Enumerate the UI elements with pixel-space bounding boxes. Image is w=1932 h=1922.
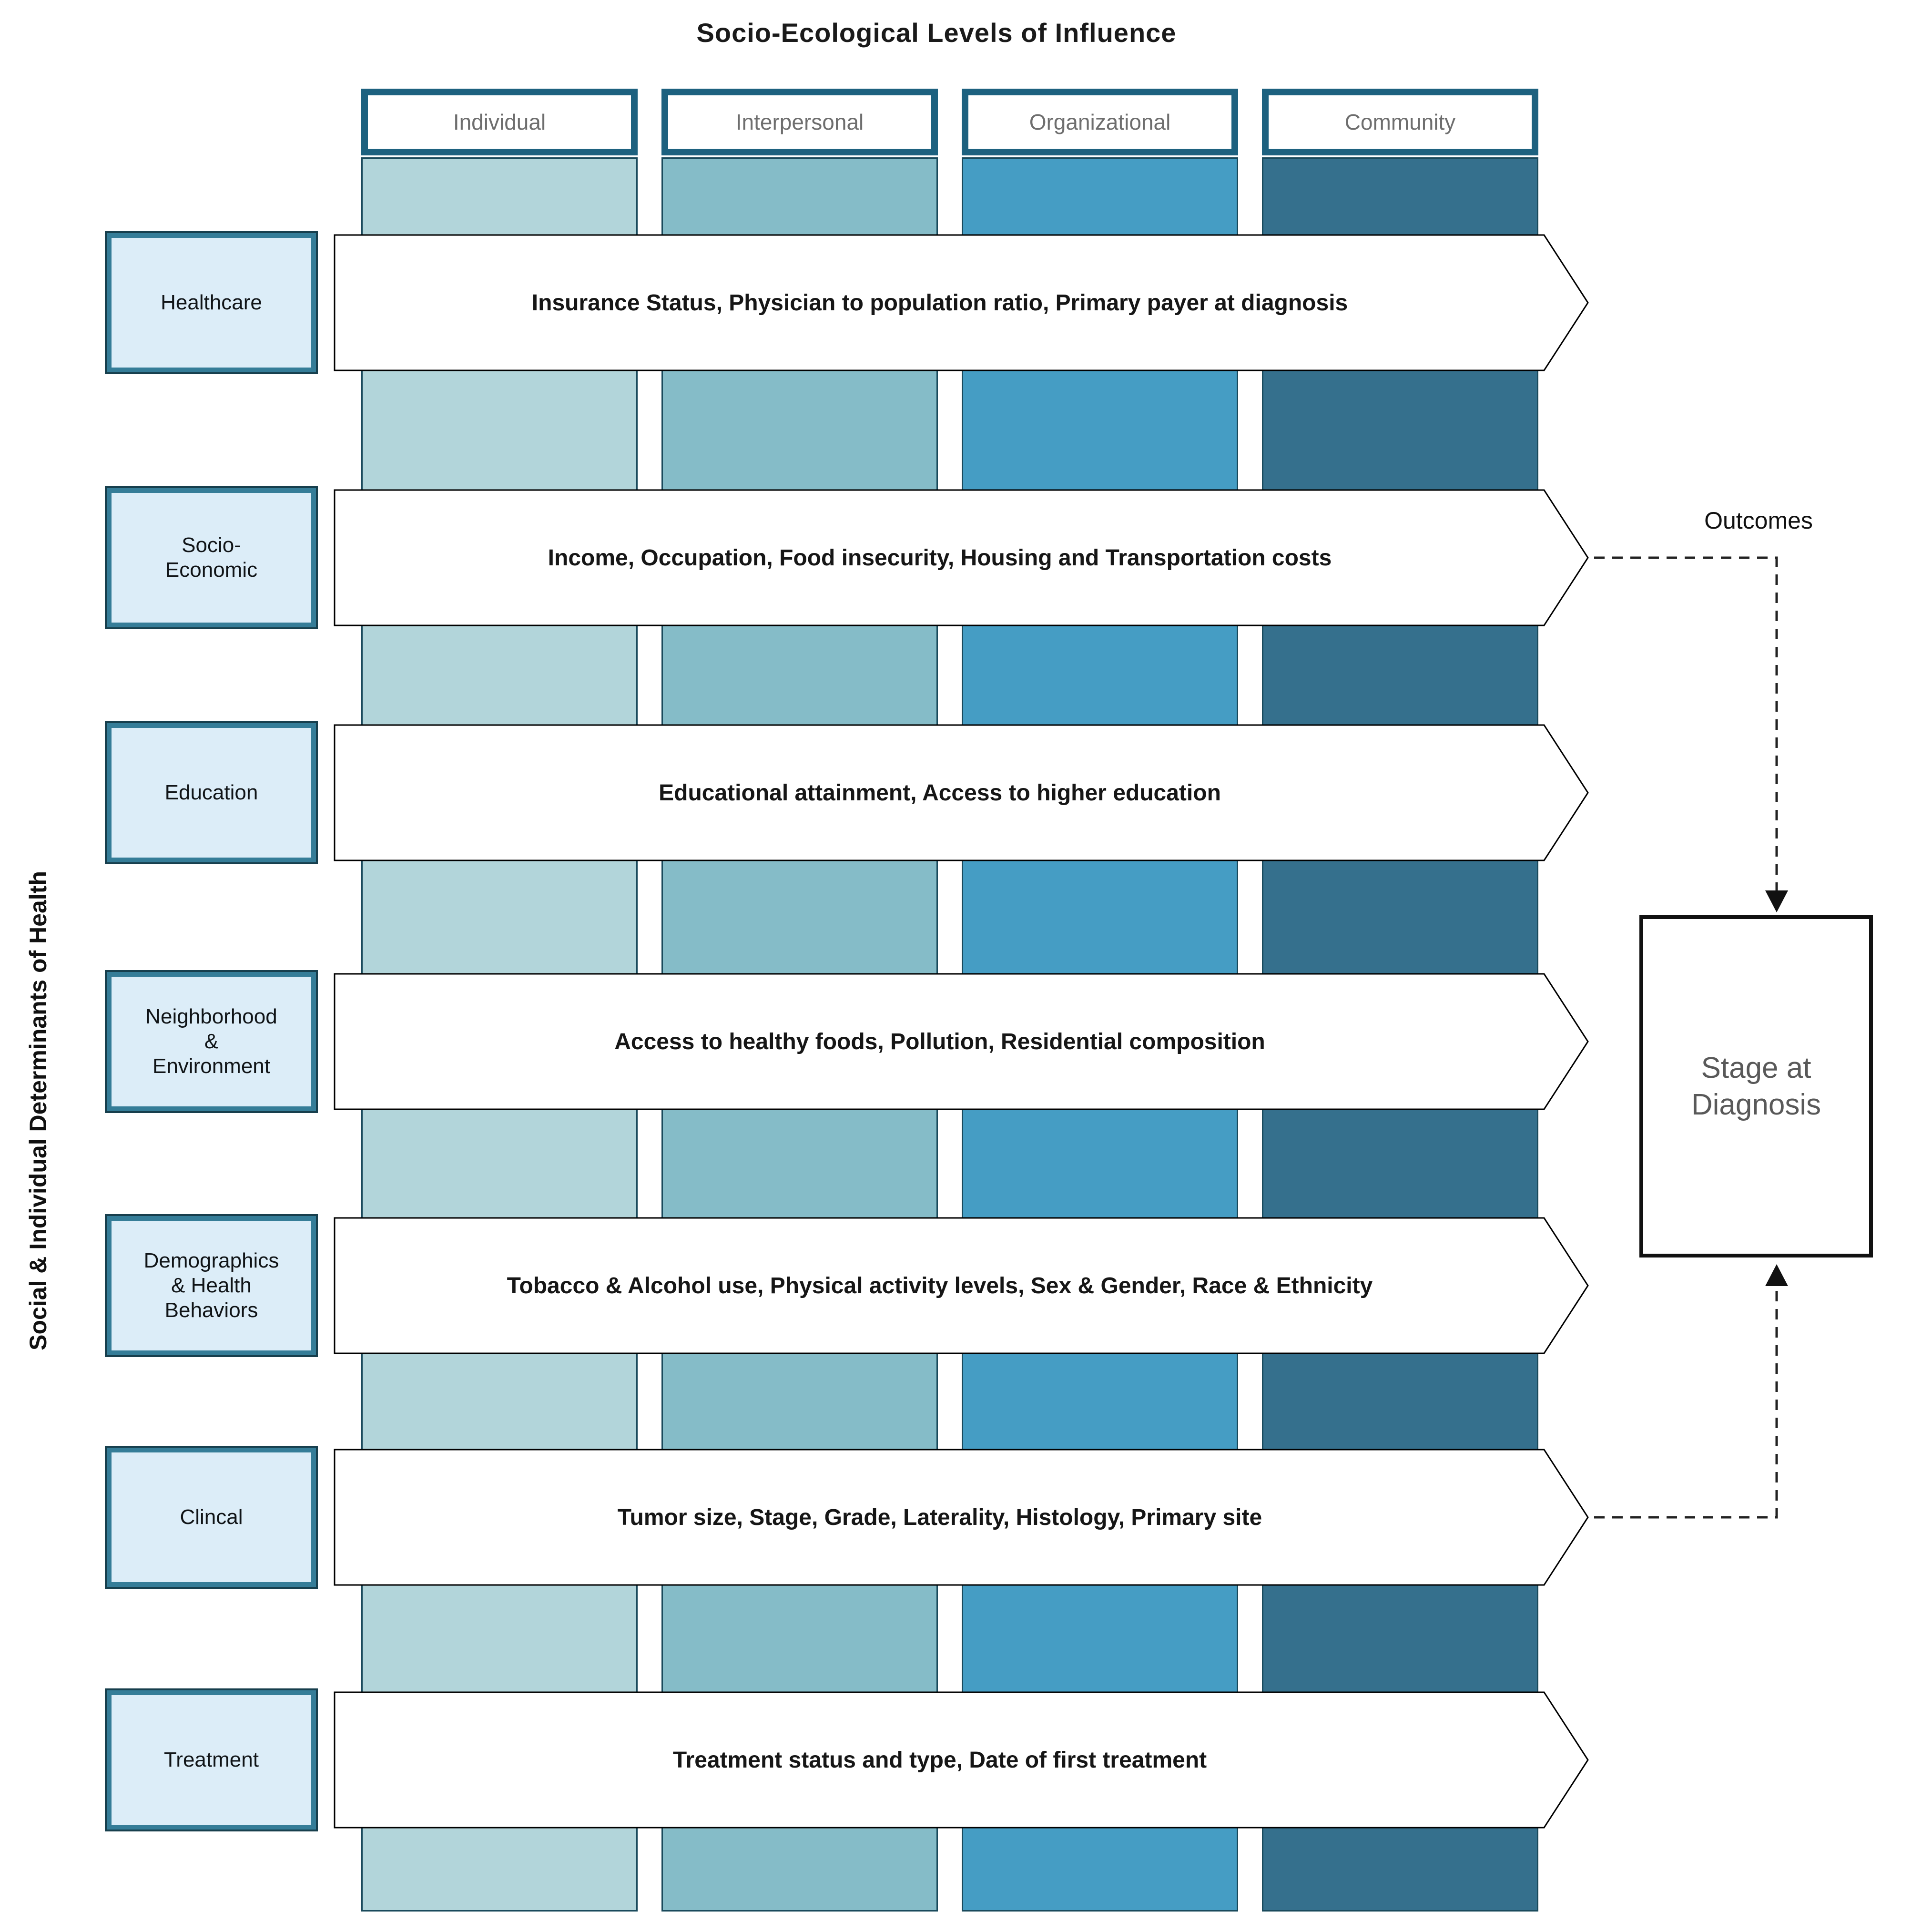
row-label-socioeconomic: Socio- Economic xyxy=(105,486,318,629)
arrow-text: Treatment status and type, Date of first… xyxy=(672,1747,1207,1773)
arrow-text: Educational attainment, Access to higher… xyxy=(659,780,1221,806)
determinant-arrow-demographics: Tobacco & Alcohol use, Physical activity… xyxy=(334,1217,1589,1354)
determinant-arrow-education: Educational attainment, Access to higher… xyxy=(334,724,1589,861)
determinant-arrow-socioeconomic: Income, Occupation, Food insecurity, Hou… xyxy=(334,489,1589,626)
column-header-interpersonal: Interpersonal xyxy=(661,89,938,155)
diagram-title: Socio-Ecological Levels of Influence xyxy=(696,18,1177,48)
arrow-text: Insurance Status, Physician to populatio… xyxy=(531,290,1348,316)
outcomes-connector-top xyxy=(1594,556,1778,896)
column-header-individual: Individual xyxy=(361,89,638,155)
outcomes-connector-bottom xyxy=(1594,1282,1778,1519)
column-header-community: Community xyxy=(1262,89,1538,155)
arrow-shape xyxy=(334,1217,1589,1354)
arrow-shape xyxy=(334,489,1589,626)
arrowhead-down-icon xyxy=(1765,890,1788,912)
arrow-text: Access to healthy foods, Pollution, Resi… xyxy=(614,1029,1265,1054)
arrow-shape xyxy=(334,1691,1589,1829)
row-label-education: Education xyxy=(105,721,318,864)
row-label-clinical: Clincal xyxy=(105,1446,318,1589)
determinant-arrow-clinical: Tumor size, Stage, Grade, Laterality, Hi… xyxy=(334,1449,1589,1586)
outcomes-label: Outcomes xyxy=(1704,507,1813,534)
determinant-arrow-neighborhood: Access to healthy foods, Pollution, Resi… xyxy=(334,973,1589,1110)
arrowhead-up-icon xyxy=(1765,1264,1788,1286)
stage-at-diagnosis-box: Stage at Diagnosis xyxy=(1639,915,1873,1257)
determinant-arrow-healthcare: Insurance Status, Physician to populatio… xyxy=(334,234,1589,371)
determinant-arrow-treatment: Treatment status and type, Date of first… xyxy=(334,1691,1589,1829)
row-label-neighborhood: Neighborhood & Environment xyxy=(105,970,318,1113)
arrow-shape xyxy=(334,234,1589,371)
arrow-shape xyxy=(334,1449,1589,1586)
arrow-text: Income, Occupation, Food insecurity, Hou… xyxy=(548,545,1332,571)
arrow-text: Tobacco & Alcohol use, Physical activity… xyxy=(507,1273,1373,1298)
arrow-text: Tumor size, Stage, Grade, Laterality, Hi… xyxy=(617,1504,1262,1530)
row-label-demographics: Demographics & Health Behaviors xyxy=(105,1214,318,1357)
arrow-shape xyxy=(334,973,1589,1110)
y-axis-label: Social & Individual Determinants of Heal… xyxy=(25,871,51,1350)
arrow-shape xyxy=(334,724,1589,861)
column-header-organizational: Organizational xyxy=(962,89,1238,155)
row-label-healthcare: Healthcare xyxy=(105,231,318,374)
row-label-treatment: Treatment xyxy=(105,1688,318,1831)
